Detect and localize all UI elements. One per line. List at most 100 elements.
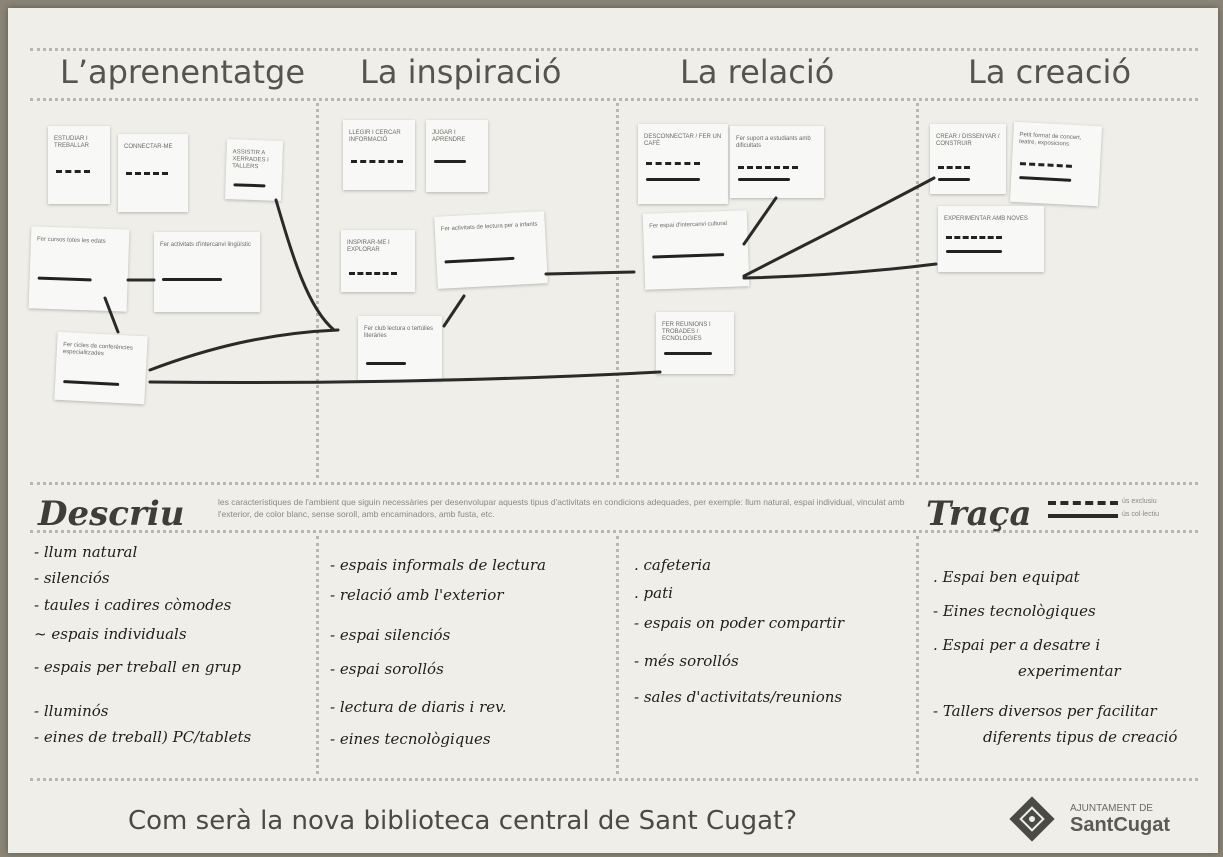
trace-heading: Traça xyxy=(926,494,1032,534)
column-title-learning: L’aprenentatge xyxy=(60,53,306,91)
card-label: EXPERIMENTAR AMB NOVES xyxy=(944,216,1028,222)
legend-collective-label: ús col·lectiu xyxy=(1122,511,1159,518)
divider-top xyxy=(30,48,1198,51)
exclusive-use-mark xyxy=(938,178,970,181)
collective-use-mark xyxy=(126,172,168,175)
note-line: - eines tecnològiques xyxy=(330,730,491,748)
connection-strokes xyxy=(103,176,938,385)
logo-label-bottom: SantCugat xyxy=(1070,814,1170,836)
connector-stroke xyxy=(742,262,938,280)
note-line: . cafeteria xyxy=(634,556,712,574)
note-line: . Espai per a desatre i xyxy=(933,636,1101,654)
note-line: - relació amb l'exterior xyxy=(330,586,504,604)
activity-card: Fer suport a estudiants amb dificultats xyxy=(730,126,824,198)
note-line: - espais on poder compartir xyxy=(634,614,845,632)
connector-stroke xyxy=(103,296,120,334)
connector-stroke xyxy=(742,196,778,246)
connector-stroke xyxy=(544,270,636,276)
activity-card: JUGAR I APRENDRE xyxy=(426,120,488,192)
note-line: - espais informals de lectura xyxy=(330,556,546,574)
notes-divider-2 xyxy=(616,536,619,774)
connector-stroke xyxy=(274,198,336,332)
collective-use-mark xyxy=(351,160,403,163)
connector-stroke xyxy=(148,370,662,385)
note-line: . pati xyxy=(634,584,673,602)
collective-use-mark xyxy=(56,170,90,173)
divider-middle xyxy=(30,482,1198,485)
note-line: ~ espais individuals xyxy=(34,625,187,643)
activity-card: CREAR / DISSENYAR / CONSTRUIR xyxy=(930,124,1006,194)
logo-label-top: AJUNTAMENT DE xyxy=(1070,803,1153,814)
exclusive-use-mark xyxy=(946,250,1002,253)
card-label: FER REUNIONS I TROBADES / ECNOLOGIES xyxy=(662,322,711,342)
connector-stroke xyxy=(148,328,340,372)
note-line: - llum natural xyxy=(34,543,138,561)
note-line: diferents tipus de creació xyxy=(983,728,1178,746)
describe-instructions: les característiques de l'ambient que si… xyxy=(218,497,905,519)
describe-heading: Descriu xyxy=(38,494,185,534)
card-label: CREAR / DISSENYAR / CONSTRUIR xyxy=(936,134,1000,147)
activity-card: LLEGIR I CERCAR INFORMACIÓ xyxy=(343,120,415,190)
note-line: - lectura de diaris i rev. xyxy=(330,698,507,716)
poster-board: L’aprenentatge La inspiració La relació … xyxy=(8,8,1218,853)
note-line: experimentar xyxy=(1018,662,1121,680)
notes-divider-3 xyxy=(916,536,919,774)
note-line: - espai sorollós xyxy=(330,660,444,678)
collective-use-mark xyxy=(646,162,700,165)
notes-divider-1 xyxy=(316,536,319,774)
card-label: Fer suport a estudiants amb dificultats xyxy=(736,136,811,149)
note-line: - lluminós xyxy=(34,702,109,720)
activity-card: DESCONNECTAR / FER UN CAFÈ xyxy=(638,124,728,204)
legend-individual-label: ús exclusiu xyxy=(1122,498,1157,505)
column-title-inspiration: La inspiració xyxy=(360,53,562,91)
activity-card: EXPERIMENTAR AMB NOVES xyxy=(938,206,1044,272)
note-line: - més sorollós xyxy=(634,652,739,670)
note-line: . Espai ben equipat xyxy=(933,568,1080,586)
connector-stroke xyxy=(742,176,936,278)
card-label: ESTUDIAR I TREBALLAR xyxy=(54,136,90,149)
footer-question: Com serà la nova biblioteca central de S… xyxy=(128,806,798,836)
exclusive-use-mark xyxy=(738,178,790,181)
divider-describe xyxy=(30,530,1198,533)
activity-card: CONNECTAR-ME xyxy=(118,134,188,212)
legend-solid-line xyxy=(1048,514,1118,518)
santcugat-logo-icon xyxy=(1009,796,1055,842)
exclusive-use-mark xyxy=(434,160,466,163)
legend-dashed-line xyxy=(1048,501,1118,505)
collective-use-mark xyxy=(738,166,798,169)
exclusive-use-mark xyxy=(646,178,700,181)
collective-use-mark xyxy=(349,272,397,275)
card-label: INSPIRAR-ME I EXPLORAR xyxy=(347,240,390,253)
activity-card: Fer activitats d'intercanvi lingüístic xyxy=(154,232,260,312)
note-line: - sales d'activitats/reunions xyxy=(634,688,843,706)
note-line: - eines de treball) PC/tablets xyxy=(34,728,252,746)
activity-card: Fer club lectura o tertúlies literàries xyxy=(358,316,442,380)
activity-card: ESTUDIAR I TREBALLAR xyxy=(48,126,110,204)
card-label: LLEGIR I CERCAR INFORMACIÓ xyxy=(349,130,401,143)
divider-bottom xyxy=(30,778,1198,781)
collective-use-mark xyxy=(938,166,970,169)
card-label: Fer club lectura o tertúlies literàries xyxy=(364,326,434,339)
note-line: - taules i cadires còmodes xyxy=(34,596,232,614)
activity-card: INSPIRAR-ME I EXPLORAR xyxy=(341,230,415,292)
note-line: - silenciós xyxy=(34,569,110,587)
activity-card: FER REUNIONS I TROBADES / ECNOLOGIES xyxy=(656,312,734,374)
card-label: JUGAR I APRENDRE xyxy=(432,130,466,143)
collective-use-mark xyxy=(946,236,1002,239)
card-label: Fer activitats d'intercanvi lingüístic xyxy=(160,242,251,248)
card-label: DESCONNECTAR / FER UN CAFÈ xyxy=(644,134,722,147)
note-line: - Eines tecnològiques xyxy=(933,602,1096,620)
exclusive-use-mark xyxy=(664,352,712,355)
column-title-creation: La creació xyxy=(968,53,1132,91)
card-label: CONNECTAR-ME xyxy=(124,144,173,150)
note-line: - Tallers diversos per facilitar xyxy=(933,702,1157,720)
column-divider-2 xyxy=(616,103,619,478)
column-divider-1 xyxy=(316,103,319,478)
exclusive-use-mark xyxy=(366,362,406,365)
exclusive-use-mark xyxy=(162,278,222,281)
note-line: - espais per treball en grup xyxy=(34,658,241,676)
connector-stroke xyxy=(442,294,466,328)
column-title-relation: La relació xyxy=(680,53,835,91)
divider-header xyxy=(30,98,1198,101)
column-divider-3 xyxy=(916,103,919,478)
